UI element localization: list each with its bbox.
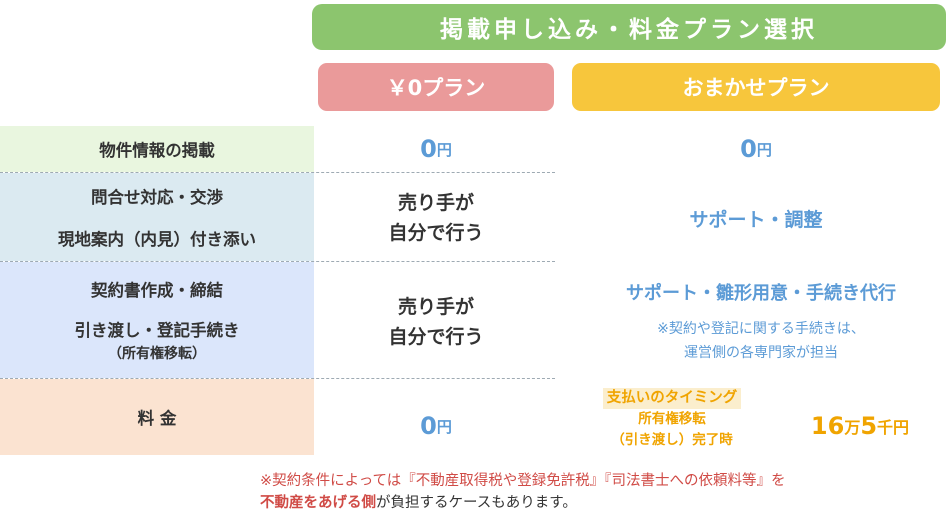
omakase-fee-amount: 16 万 5 千円 (776, 400, 944, 452)
contract-note-line2: 運営側の各専門家が担当 (684, 345, 838, 361)
price-unit: 円 (756, 140, 772, 159)
fee-amount-part: 万 (844, 418, 861, 437)
footnote: ※契約条件によっては『不動産取得税や登録免許税』『司法書士への依頼料等』を 不動… (260, 470, 940, 514)
viewing-label: 現地案内（内見）付き添い (58, 230, 256, 249)
footnote-rest: が負担するケースもあります。 (376, 495, 577, 511)
fee-label: 料 金 (137, 409, 177, 428)
payment-timing-line1: 所有権移転 (638, 410, 706, 427)
inquiry-label: 問合せ対応・交渉 (91, 188, 223, 207)
plan-zero-contract: 売り手が 自分で行う (318, 284, 554, 360)
price-unit: 円 (436, 417, 452, 436)
contract-label: 契約書作成・締結 (91, 281, 223, 300)
footnote-line2: 不動産をあげる側が負担するケースもあります。 (260, 492, 940, 514)
plan-omakase-listing: 0 円 (572, 126, 940, 172)
price-number: 0 (420, 412, 437, 440)
plan-omakase-contract: サポート・雛形用意・手続き代行 ※契約や登記に関する手続きは、 運営側の各専門家… (572, 270, 950, 374)
row-divider (0, 172, 555, 173)
payment-timing: 支払いのタイミング 所有権移転 （引き渡し）完了時 (574, 384, 770, 454)
row-label-listing: 物件情報の掲載 (0, 126, 314, 172)
ownership-transfer-label: （所有権移転） (108, 346, 206, 362)
fee-amount-part: 5 (860, 412, 878, 440)
plan-zero-listing: 0 円 (318, 126, 554, 172)
row-label-contract: 契約書作成・締結 引き渡し・登記手続き （所有権移転） (0, 262, 314, 378)
row-divider (0, 261, 555, 262)
price-unit: 円 (436, 140, 452, 159)
price-number: 0 (420, 135, 437, 163)
seller-self-line1: 売り手が (397, 192, 474, 214)
listing-label: 物件情報の掲載 (99, 141, 215, 160)
plan-zero-header: ￥0プラン (318, 63, 554, 111)
handover-label: 引き渡し・登記手続き (74, 321, 240, 340)
support-text: サポート・調整 (689, 208, 823, 231)
plan-omakase-inquiry: サポート・調整 (572, 196, 940, 240)
row-divider (0, 378, 555, 379)
seller-self-line1: 売り手が (397, 296, 474, 318)
page-title: 掲載申し込み・料金プラン選択 (312, 4, 946, 50)
plan-omakase-header: おまかせプラン (572, 63, 940, 111)
plan-zero-inquiry: 売り手が 自分で行う (318, 180, 554, 256)
footnote-emphasis: 不動産をあげる側 (260, 495, 376, 511)
price-number: 0 (740, 135, 757, 163)
row-label-inquiry: 問合せ対応・交渉 現地案内（内見）付き添い (0, 173, 314, 261)
plan-zero-fee: 0 円 (318, 400, 554, 452)
seller-self-line2: 自分で行う (388, 326, 484, 348)
row-label-fee: 料 金 (0, 379, 314, 455)
fee-amount-part: 千円 (877, 418, 910, 437)
support-text: サポート・雛形用意・手続き代行 (626, 283, 896, 304)
footnote-line1: ※契約条件によっては『不動産取得税や登録免許税』『司法書士への依頼料等』を (260, 473, 786, 489)
payment-timing-line2: （引き渡し）完了時 (611, 431, 733, 448)
fee-amount-part: 16 (810, 412, 845, 440)
seller-self-line2: 自分で行う (388, 222, 484, 244)
contract-note-line1: ※契約や登記に関する手続きは、 (657, 321, 865, 337)
payment-timing-title: 支払いのタイミング (602, 387, 742, 409)
